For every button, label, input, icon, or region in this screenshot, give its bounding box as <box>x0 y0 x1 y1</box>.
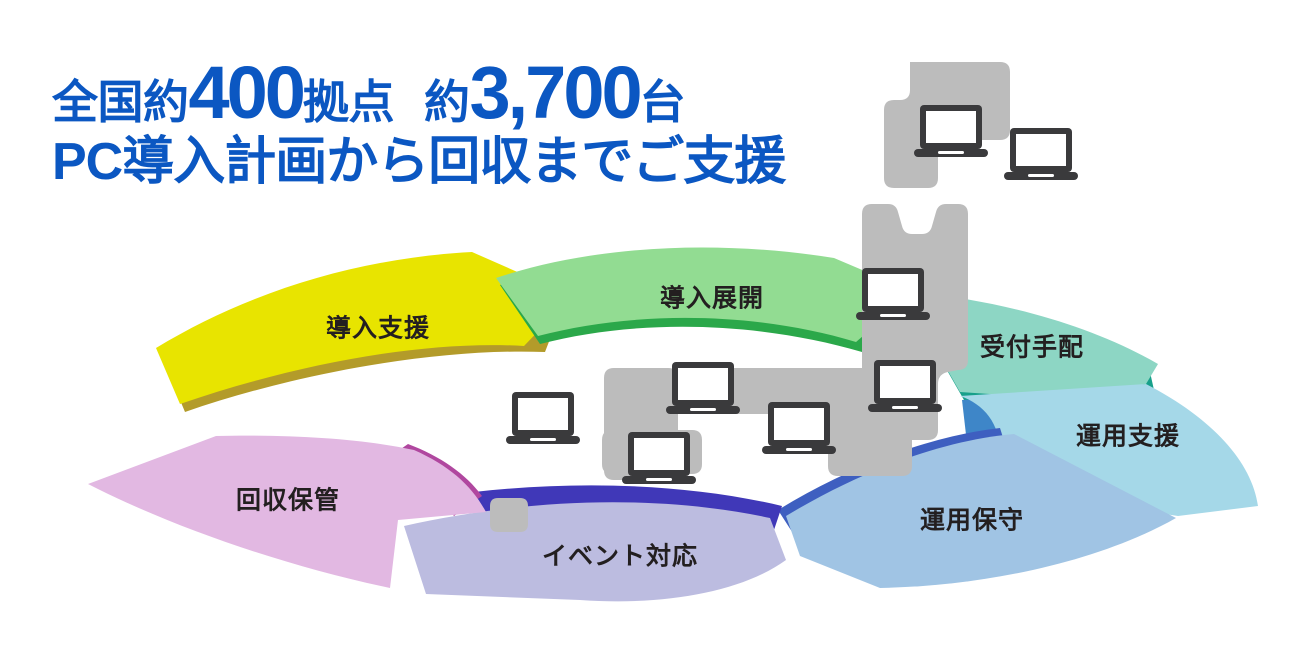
segment-unyou-hoshu-label: 運用保守 <box>920 506 1024 535</box>
device-icons-group <box>506 105 1078 484</box>
segment-dounyu-tenkai-label: 導入展開 <box>660 284 764 313</box>
laptop-icon <box>856 268 930 320</box>
segment-event-taiou-label: イベント対応 <box>542 542 698 571</box>
map-honshu-central-b <box>698 368 912 476</box>
map-kyushu <box>490 498 528 532</box>
segment-unyou-shien-label: 運用支援 <box>1076 423 1180 451</box>
segment-kaishuu-hokan-label: 回収保管 <box>236 486 340 515</box>
segment-uketsuke-tehai-fill <box>914 292 1158 398</box>
segment-uketsuke-tehai-label: 受付手配 <box>980 333 1084 362</box>
laptop-icon <box>506 392 580 444</box>
laptop-icon <box>762 402 836 454</box>
segment-dounyu-tenkai[interactable]: 導入展開 <box>496 247 914 352</box>
laptop-icon <box>666 362 740 414</box>
headline-line-1: 全国約400拠点約3,700台 <box>52 56 785 130</box>
headline-unit-devices: 台 <box>639 76 686 128</box>
headline-prefix-approx: 約 <box>423 76 470 128</box>
headline-unit-sites: 拠点 <box>302 76 395 128</box>
headline-line-2: PC導入計画から回収までご支援 <box>52 133 786 191</box>
segment-kaishuu-hokan[interactable]: 回収保管 <box>88 435 486 588</box>
headline-subtitle: PC導入計画から回収までご支援 <box>52 133 786 191</box>
segment-dounyu-shien-fill <box>156 252 572 404</box>
headline-number-sites: 400 <box>188 51 306 134</box>
segment-dounyu-tenkai-fill <box>496 247 914 342</box>
segment-dounyu-shien[interactable]: 導入支援 <box>156 252 572 412</box>
segment-dounyu-shien-label: 導入支援 <box>326 314 430 343</box>
headline-prefix-nationwide: 全国約 <box>52 76 189 128</box>
headline-number-devices: 3,700 <box>469 51 642 134</box>
laptop-icon <box>914 105 988 157</box>
laptop-icon <box>622 432 696 484</box>
segment-unyou-shien-fill <box>960 384 1258 516</box>
laptop-icon <box>868 360 942 412</box>
laptop-icon <box>1004 128 1078 180</box>
page-title: 全国約400拠点約3,700台 PC導入計画から回収までご支援 <box>52 56 786 191</box>
segment-kaishuu-hokan-fill <box>88 435 486 588</box>
